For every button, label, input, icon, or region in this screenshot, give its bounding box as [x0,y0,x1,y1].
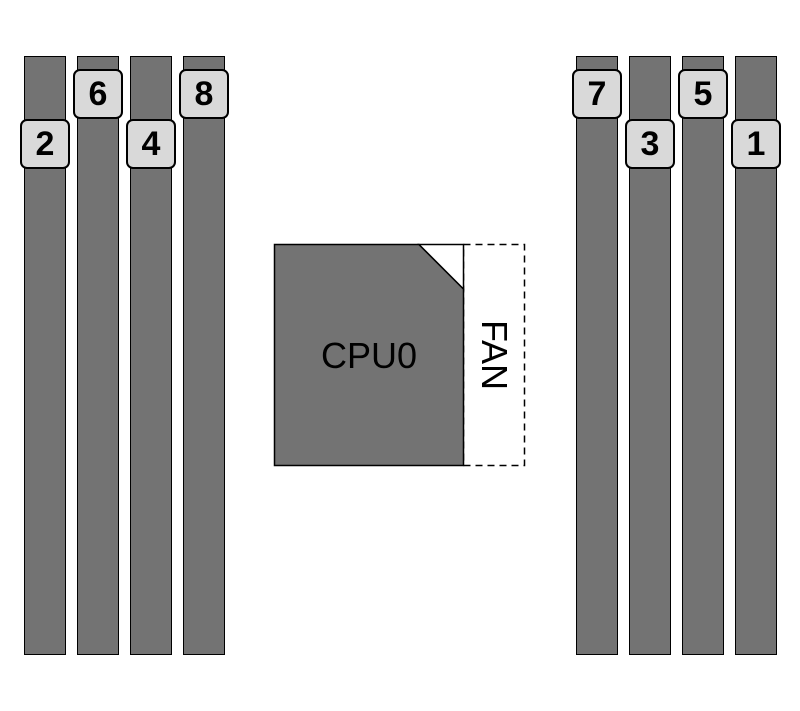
fan-label: FAN [474,320,515,390]
slot-label-6: 6 [73,69,123,119]
fan-outline [462,243,526,467]
slot-label-8: 8 [179,69,229,119]
dimm-slot-8 [183,56,225,655]
slot-label-3: 3 [625,119,675,169]
dimm-slot-6 [77,56,119,655]
cpu-label: CPU0 [321,335,417,376]
dimm-slot-5 [682,56,724,655]
slot-label-4: 4 [126,119,176,169]
slot-label-1: 1 [731,119,781,169]
cpu-pin1-notch [417,243,465,291]
slot-label-5: 5 [678,69,728,119]
cpu-package [273,243,465,467]
dimm-slot-7 [576,56,618,655]
slot-label-7: 7 [572,69,622,119]
slot-label-2: 2 [20,119,70,169]
